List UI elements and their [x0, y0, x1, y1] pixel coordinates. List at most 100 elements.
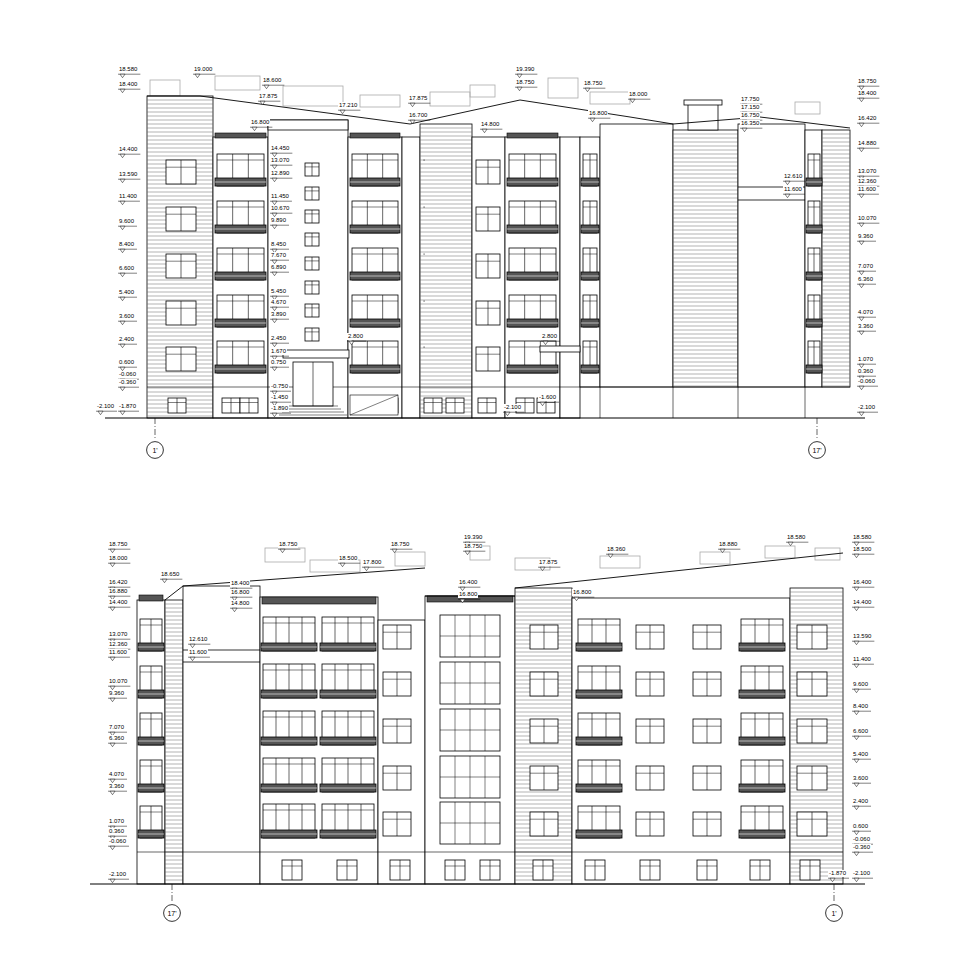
level-triangle [854, 806, 859, 810]
window [424, 347, 425, 348]
window-mullion [312, 281, 313, 294]
glazing-transom [140, 766, 162, 767]
wall-outline [420, 124, 472, 418]
glazing-mullion [335, 664, 336, 690]
siding-line [420, 180, 472, 181]
siding-line [515, 620, 572, 621]
siding-line [822, 370, 850, 371]
window-transom [305, 236, 319, 237]
axis-circle-outline [147, 442, 164, 459]
elevation-mark: 2.800 [541, 333, 558, 340]
siding-line [165, 660, 183, 661]
glazing-mullion [276, 758, 277, 784]
floor-level-line [147, 387, 850, 388]
wall-outline [805, 130, 822, 387]
window-mullion [455, 860, 456, 880]
window [305, 304, 319, 317]
glazing-transom [583, 301, 597, 302]
glazing-mullion [769, 806, 770, 830]
elevation-mark: 18.400 [118, 81, 138, 88]
wall-outline [165, 600, 183, 884]
siding-line [822, 302, 850, 303]
siding-line [822, 274, 850, 275]
siding-line [420, 136, 472, 137]
siding-line [165, 832, 183, 833]
rail-line [261, 694, 317, 695]
rail-line [806, 229, 822, 230]
siding-line [147, 144, 213, 145]
floor-level-line [137, 852, 843, 853]
rail-line [215, 182, 266, 183]
glazing-transom [263, 810, 315, 811]
glazing-mullion [361, 758, 362, 784]
siding-line [165, 856, 183, 857]
parapet-rail [350, 133, 400, 138]
elevation-mark: 2.400 [852, 798, 869, 805]
siding-line [515, 612, 572, 613]
siding-line [673, 338, 738, 339]
window [240, 398, 258, 413]
siding-line [147, 288, 213, 289]
balcony-rail [806, 225, 822, 233]
siding-line [673, 314, 738, 315]
glazing-mullion [606, 666, 607, 690]
siding-line [822, 154, 850, 155]
siding-line [165, 680, 183, 681]
axis-line [817, 418, 818, 440]
elevation-mark: 10.070 [108, 678, 128, 685]
door-leaf [313, 362, 314, 406]
glazing-mullion [248, 154, 249, 178]
glazing-mullion [289, 617, 290, 643]
window [797, 812, 827, 836]
elevation-mark: 14.880 [857, 140, 877, 147]
elevation-mark: 3.890 [270, 311, 287, 318]
level-triangle [272, 165, 277, 169]
elevation-mark: 18.400 [857, 90, 877, 97]
glazing-mullion [367, 201, 368, 225]
window-mullion [181, 254, 182, 278]
glazing-transom [583, 347, 597, 348]
siding-line [147, 300, 213, 301]
elevation-mark: -0.060 [108, 838, 127, 845]
window-transom [222, 402, 240, 403]
window-mullion [812, 766, 813, 790]
siding-line [165, 768, 183, 769]
window-mullion [488, 160, 489, 184]
window-transom [166, 354, 196, 355]
step-line [279, 415, 347, 416]
rail-line [507, 276, 558, 277]
glazing-transom [140, 812, 162, 813]
parapet-rail [215, 133, 266, 138]
axis-circle-outline [164, 905, 181, 922]
glazing-transom [808, 347, 820, 348]
window-transom [337, 866, 357, 867]
siding-line [420, 140, 472, 141]
siding-line [822, 134, 850, 135]
siding-line [822, 238, 850, 239]
level-triangle [392, 549, 397, 553]
balcony-rail [320, 737, 376, 745]
siding-line [790, 604, 843, 605]
siding-line [822, 374, 850, 375]
glazing-transom [352, 207, 398, 208]
window [424, 207, 425, 208]
glazing-mullion [590, 295, 591, 319]
window-mullion [488, 301, 489, 325]
siding-line [822, 310, 850, 311]
siding-line [147, 196, 213, 197]
glazing-mullion [769, 760, 770, 784]
siding-line [673, 306, 738, 307]
wall-outline [213, 137, 268, 418]
siding-line [165, 616, 183, 617]
siding-line [165, 724, 183, 725]
window-transom [305, 331, 319, 332]
siding-line [147, 128, 213, 129]
siding-line [420, 176, 472, 177]
entrance-canopy [540, 346, 580, 352]
siding-line [165, 828, 183, 829]
balcony-rail [138, 784, 164, 792]
glazing-transom [322, 623, 374, 624]
roof-line [147, 96, 850, 128]
siding-line [790, 716, 843, 717]
window-transom [693, 773, 721, 774]
